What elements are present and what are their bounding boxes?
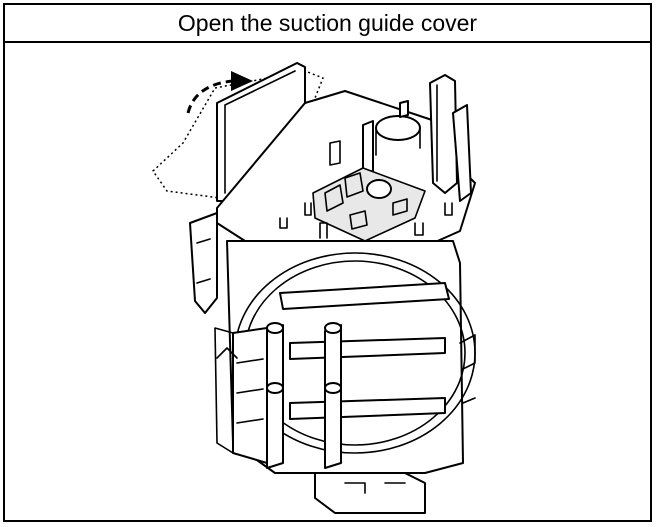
suction-guide-illustration [5, 43, 650, 520]
open-direction-arrow [186, 79, 234, 114]
motor-cylinder [375, 115, 421, 141]
middle-post [324, 324, 342, 469]
arrowhead-icon [231, 71, 253, 91]
rear-bracket [429, 74, 458, 194]
instruction-panel: Open the suction guide cover [3, 3, 652, 522]
left-post [266, 324, 284, 469]
assembly-drawing-icon [152, 62, 476, 514]
left-rail [189, 212, 218, 314]
instruction-title: Open the suction guide cover [5, 5, 650, 43]
bottom-skirt [314, 472, 426, 514]
front-frame [232, 327, 268, 464]
